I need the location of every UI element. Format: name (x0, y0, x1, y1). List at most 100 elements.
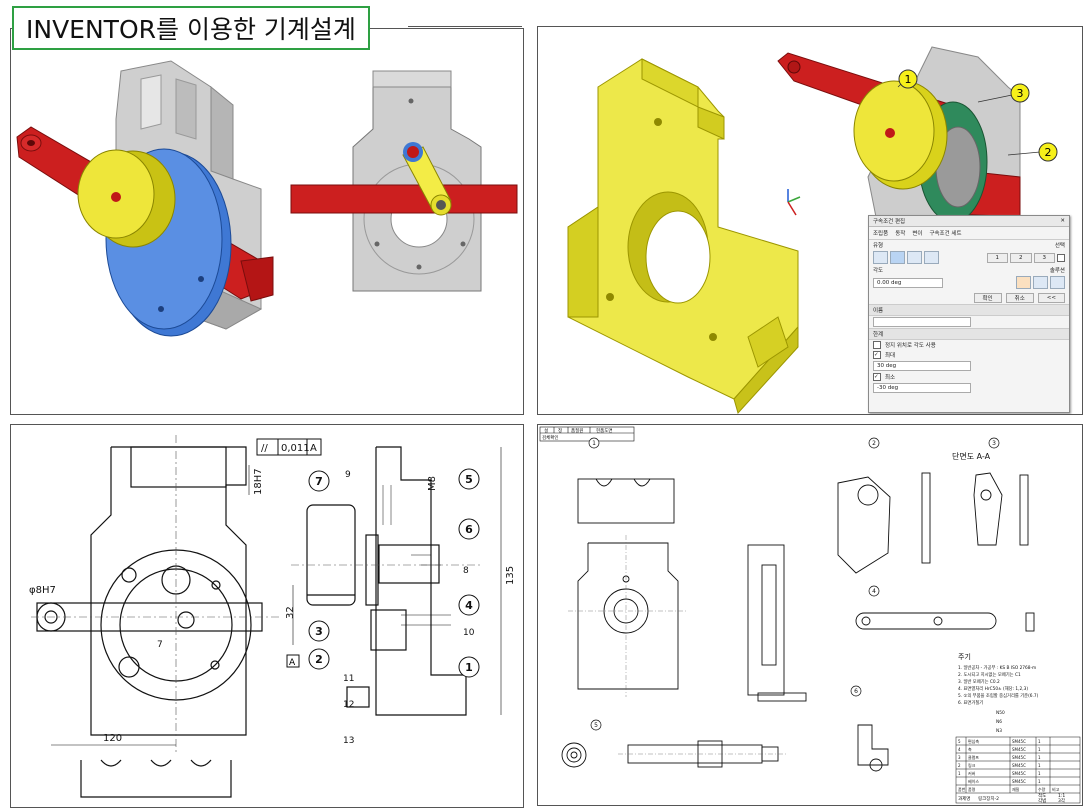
tab-constraint-set[interactable]: 구속조건 세트 (929, 231, 962, 237)
select-1-button[interactable]: 1 (986, 252, 1008, 263)
detail-drawing: 설 정 품질원 현품도면 검체확인 1 2 3 4 5 6 단면도 A-A (539, 426, 1081, 804)
table-header-cell: 재질 (1012, 786, 1020, 792)
label-9: 9 (345, 470, 351, 480)
label-12: 12 (343, 700, 354, 710)
selection-label: 선택 (1054, 243, 1065, 249)
projection-value: 3각 (1058, 797, 1065, 804)
table-cell: 1 (1038, 755, 1041, 760)
table-cell: 1 (1038, 771, 1041, 776)
dialog-tabs: 조립품 동작 변이 구속조건 세트 (869, 227, 1069, 240)
table-cell: 5 (958, 739, 961, 744)
directed-solution-icon[interactable] (1016, 276, 1031, 289)
title-block-name: 링크장치-2 (978, 795, 999, 802)
note-6: 6. 표면거칠기 (958, 699, 983, 706)
min-label: 최소 (885, 375, 896, 381)
view-marker-4: 4 (872, 588, 876, 595)
table-header-cell: 비고 (1052, 786, 1060, 792)
table-header-cell: 품명 (968, 786, 976, 792)
table-cell: 축 (968, 746, 972, 752)
dim-120: 120 (103, 733, 122, 744)
undirected-solution-icon[interactable] (1033, 276, 1048, 289)
insert-type-icon[interactable] (924, 251, 939, 264)
balloon-2: 2 (1045, 146, 1052, 159)
title-divider (408, 26, 522, 27)
label-11: 11 (343, 674, 354, 684)
balloon-6: 6 (465, 523, 473, 536)
panel-part-and-constraint: 1 3 2 구속조건 편집 ✕ 조립품 동작 변이 구속조건 세트 유형 선택 (537, 26, 1083, 415)
min-input[interactable]: -30 deg (873, 383, 971, 393)
table-header-cell: 품번 (958, 786, 966, 792)
name-input[interactable] (873, 317, 971, 327)
title-block-label: 과제명 (958, 795, 970, 802)
scale-value: 1:1 (1058, 793, 1065, 799)
table-header-cell: 수량 (1038, 786, 1046, 792)
dialog-title: 구속조건 편집 (873, 219, 906, 225)
dim-18h7: 18H7 (253, 468, 264, 495)
view-marker-2: 2 (872, 440, 876, 447)
view-marker-6: 6 (854, 688, 858, 695)
pick-part-checkbox[interactable] (1057, 253, 1065, 262)
angle-type-icon[interactable] (890, 251, 905, 264)
note-3: 3. 일반 모떼기는 C0.2 (958, 678, 1000, 685)
page-title: INVENTOR를 이용한 기계설계 (12, 6, 370, 50)
table-cell: SM45C (1012, 763, 1026, 768)
close-icon[interactable]: ✕ (1060, 218, 1065, 224)
mate-type-icon[interactable] (873, 251, 888, 264)
tolerance-value: 0,011 (281, 443, 310, 454)
tolerance-symbol: // (261, 443, 268, 454)
label-10: 10 (463, 628, 475, 638)
note-5: 5. ①의 부품을 조립할 중심거리를 기준(6.7) (958, 692, 1039, 699)
use-offset-checkbox[interactable] (873, 341, 881, 349)
max-checkbox[interactable]: ✓ (873, 351, 881, 359)
balloon-5: 5 (465, 473, 473, 486)
roughness-n6: N6 (996, 719, 1002, 725)
notes-title: 주기 (958, 652, 971, 661)
label-8: 8 (463, 566, 469, 576)
table-cell: 1 (1038, 763, 1041, 768)
table-cell: 1 (1038, 747, 1041, 752)
balloon-1: 1 (905, 73, 912, 86)
view-marker-5: 5 (594, 722, 598, 729)
tolerance-frame (256, 438, 322, 456)
cancel-button[interactable]: 취소 (1005, 293, 1034, 303)
table-cell: SM45C (1012, 771, 1026, 776)
collapse-button[interactable]: << (1037, 293, 1065, 303)
header-cell-3: 품질원 (571, 427, 583, 434)
min-checkbox[interactable]: ✓ (873, 373, 881, 381)
roughness-n3: N3 (996, 728, 1002, 734)
reference-vector-icon[interactable] (1050, 276, 1065, 289)
dim-m8: M8 (427, 476, 438, 491)
header-cell-1: 설 (544, 427, 548, 434)
label-13: 13 (343, 736, 354, 746)
assembly-drawing: // 0,011 A 18H7 φ8H7 120 135 32 M8 A 7 5… (29, 435, 516, 798)
table-cell: 4 (958, 747, 961, 752)
max-input[interactable]: 30 deg (873, 361, 971, 371)
balloon-4: 4 (465, 599, 473, 612)
angle-label: 각도 (873, 268, 884, 274)
ok-button[interactable]: 확인 (973, 293, 1002, 303)
projection-label: 각법 (1038, 797, 1046, 804)
table-cell: 1 (958, 771, 961, 776)
scale-label: 척도 (1038, 792, 1046, 799)
select-2-button[interactable]: 2 (1010, 252, 1032, 263)
table-cell: 1 (1038, 779, 1041, 784)
part-3d-render: 1 3 2 (567, 46, 1058, 414)
datum-a: A (289, 658, 296, 668)
table-cell: SM45C (1012, 755, 1026, 760)
header-cell-4: 현품도면 (596, 427, 613, 434)
angle-input[interactable]: 0.00 deg (873, 277, 943, 288)
tab-transitional[interactable]: 변이 (912, 231, 923, 237)
table-cell: SM45C (1012, 739, 1026, 744)
panel-detail-drawing: 설 정 품질원 현품도면 검체확인 1 2 3 4 5 6 단면도 A-A (537, 424, 1083, 806)
tangent-type-icon[interactable] (907, 251, 922, 264)
view-marker-1: 1 (592, 440, 596, 447)
note-1: 1. 일반공차 - 가공부 : KS B ISO 2768-m (958, 664, 1036, 671)
select-3-button[interactable]: 3 (1033, 252, 1055, 263)
tab-motion[interactable]: 동작 (895, 231, 906, 237)
tab-assembly[interactable]: 조립품 (873, 231, 889, 237)
table-cell: 베이스 (968, 778, 979, 784)
table-cell: 커버 (968, 770, 976, 776)
max-label: 최대 (885, 353, 896, 359)
header-cell-5: 검체확인 (542, 434, 559, 441)
